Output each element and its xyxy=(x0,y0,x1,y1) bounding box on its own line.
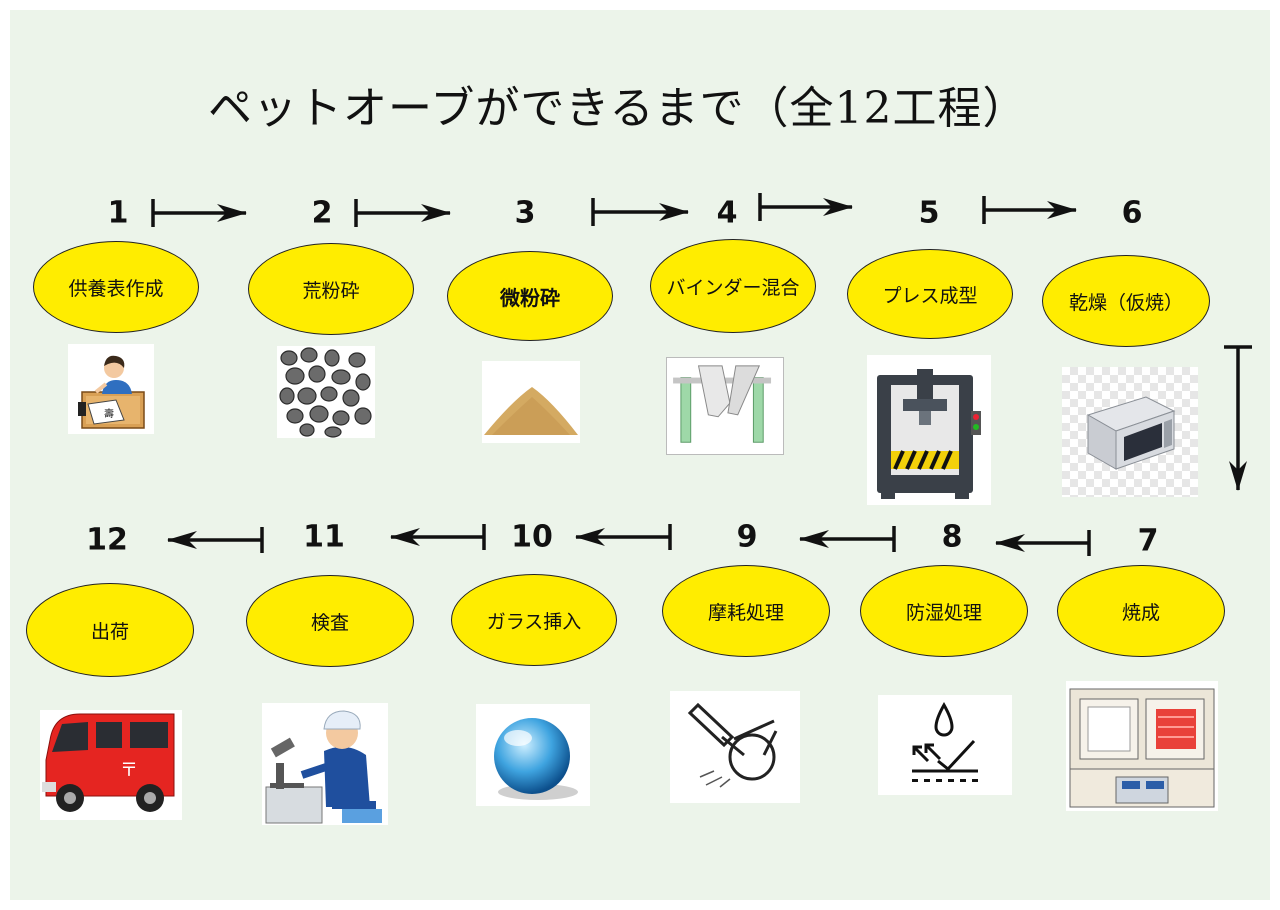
step-bubble-6: 乾燥（仮焼） xyxy=(1042,255,1210,347)
step-bubble-7: 焼成 xyxy=(1057,565,1225,657)
step-number-3: 3 xyxy=(514,195,536,231)
arrow-10-11 xyxy=(390,524,486,550)
step-image-9 xyxy=(670,691,800,803)
arrow-7-8 xyxy=(995,530,1091,556)
svg-text:〒: 〒 xyxy=(120,760,138,781)
arrow-8-9 xyxy=(799,526,896,552)
svg-text:壽: 壽 xyxy=(104,407,114,420)
rough-stones-icon xyxy=(279,347,372,438)
writing-child-icon: 壽 xyxy=(78,355,145,429)
step-image-7 xyxy=(1066,681,1218,811)
hydraulic-press-icon xyxy=(877,369,981,499)
step-number-10: 10 xyxy=(511,519,553,555)
step-number-4: 4 xyxy=(716,195,738,231)
v-mixer-icon xyxy=(673,365,772,443)
arrow-2-3 xyxy=(354,199,451,227)
step-number-11: 11 xyxy=(303,519,345,555)
step-image-12: 〒 xyxy=(40,710,182,820)
arrow-9-10 xyxy=(575,524,672,550)
step-number-9: 9 xyxy=(736,519,758,555)
step-number-5: 5 xyxy=(918,195,940,231)
arrow-5-6 xyxy=(982,196,1077,224)
step-number-12: 12 xyxy=(86,522,128,558)
step-number-6: 6 xyxy=(1121,195,1143,231)
arrow-3-4 xyxy=(591,198,689,226)
step-bubble-10: ガラス挿入 xyxy=(451,574,617,666)
step-image-3 xyxy=(482,361,580,443)
glass-sphere-icon xyxy=(494,718,578,800)
step-number-2: 2 xyxy=(311,195,333,231)
kiln-furnace-icon xyxy=(1069,688,1215,808)
step-bubble-11: 検査 xyxy=(246,575,414,667)
step-number-1: 1 xyxy=(107,195,129,231)
diagram-canvas: ペットオーブができるまで（全12工程） xyxy=(10,10,1270,900)
arrow-1-2 xyxy=(151,199,247,227)
step-image-8 xyxy=(878,695,1012,795)
step-bubble-5: プレス成型 xyxy=(847,249,1013,339)
step-bubble-2: 荒粉砕 xyxy=(248,243,414,335)
arrow-6-7 xyxy=(1224,345,1252,491)
page-title: ペットオーブができるまで（全12工程） xyxy=(208,83,1028,134)
step-image-2 xyxy=(277,346,375,438)
step-image-5 xyxy=(867,355,991,505)
step-image-6 xyxy=(1062,367,1198,497)
step-number-7: 7 xyxy=(1137,523,1159,559)
arrow-4-5 xyxy=(758,193,853,221)
step-image-4 xyxy=(666,357,784,455)
arrow-11-12 xyxy=(167,527,264,553)
post-van-icon: 〒 xyxy=(42,713,175,812)
moisture-proof-icon xyxy=(912,701,978,782)
step-bubble-9: 摩耗処理 xyxy=(662,565,830,657)
step-bubble-12: 出荷 xyxy=(26,583,194,677)
step-image-1: 壽 xyxy=(68,344,154,434)
step-bubble-8: 防湿処理 xyxy=(860,565,1028,657)
powder-pile-icon xyxy=(484,387,578,435)
microwave-dryer-icon xyxy=(1086,396,1176,470)
step-bubble-4: バインダー混合 xyxy=(650,239,816,333)
microscope-worker-icon xyxy=(265,710,382,824)
step-image-10 xyxy=(476,704,590,806)
step-bubble-3: 微粉砕 xyxy=(447,251,613,341)
step-image-11 xyxy=(262,703,388,825)
step-number-8: 8 xyxy=(941,519,963,555)
step-bubble-1: 供養表作成 xyxy=(33,241,199,333)
grinder-icon xyxy=(687,702,778,788)
